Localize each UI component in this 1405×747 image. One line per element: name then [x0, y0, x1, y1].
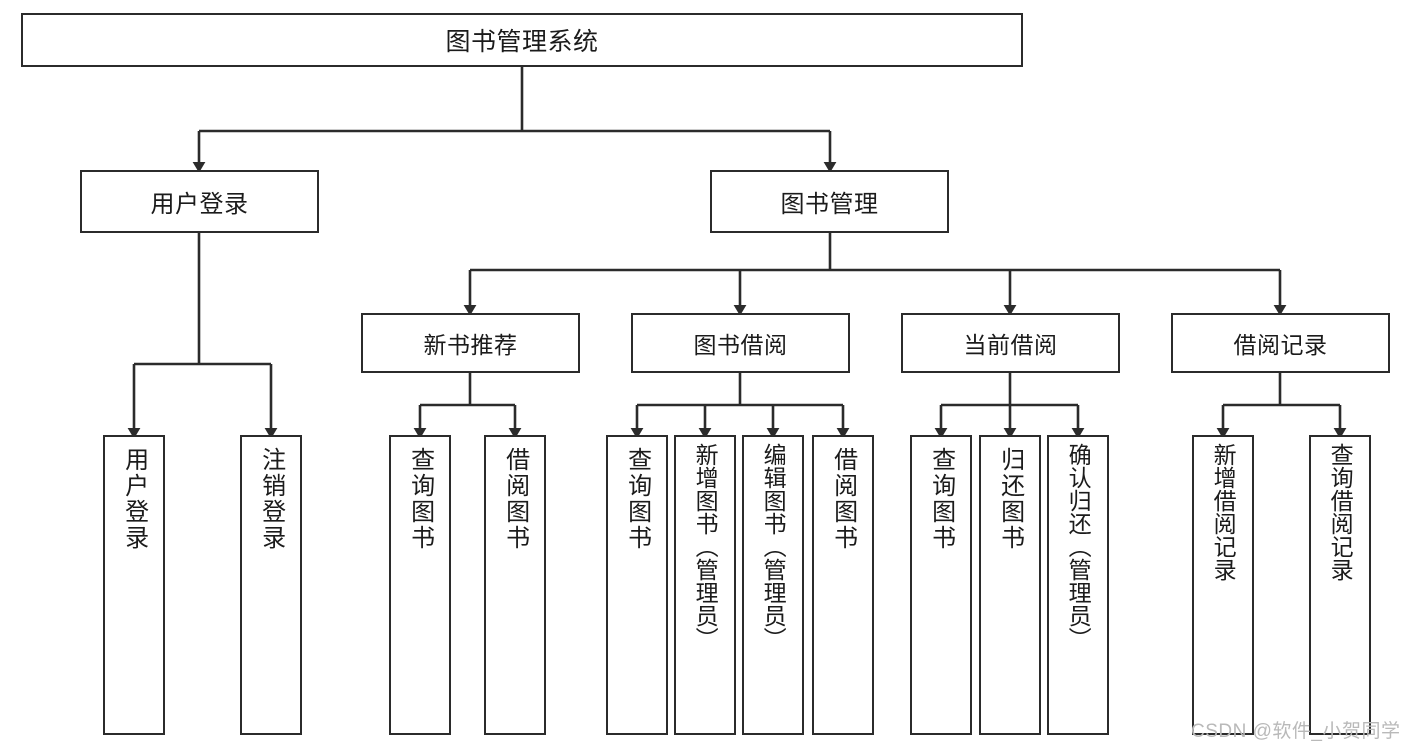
node-leaf-query-book-3[interactable]: 查询图书: [910, 435, 972, 735]
node-book-borrow-label: 图书借阅: [693, 332, 788, 358]
node-leaf-logout-label: 注销登录: [257, 447, 285, 551]
node-leaf-query-book-3-label: 查询图书: [927, 447, 955, 551]
node-leaf-query-record[interactable]: 查询借阅记录: [1309, 435, 1371, 735]
node-leaf-add-book[interactable]: 新增图书（管理员）: [674, 435, 736, 735]
node-leaf-logout[interactable]: 注销登录: [240, 435, 302, 735]
node-leaf-user-login-label: 用户登录: [120, 447, 148, 551]
node-leaf-edit-book[interactable]: 编辑图书（管理员）: [742, 435, 804, 735]
node-leaf-query-book-2-label: 查询图书: [623, 447, 651, 551]
node-leaf-borrow-book-2[interactable]: 借阅图书: [812, 435, 874, 735]
node-root-system[interactable]: 图书管理系统: [21, 13, 1023, 67]
node-leaf-return-book[interactable]: 归还图书: [979, 435, 1041, 735]
node-leaf-confirm-return-label: 确认归还（管理员）: [1065, 443, 1092, 650]
node-book-manage[interactable]: 图书管理: [710, 170, 949, 233]
node-new-book-rec[interactable]: 新书推荐: [361, 313, 580, 373]
node-leaf-query-book-1-label: 查询图书: [406, 447, 434, 551]
node-leaf-confirm-return[interactable]: 确认归还（管理员）: [1047, 435, 1109, 735]
node-leaf-query-book-2[interactable]: 查询图书: [606, 435, 668, 735]
node-user-login-label: 用户登录: [150, 191, 249, 218]
node-leaf-borrow-book-2-label: 借阅图书: [829, 447, 857, 551]
node-leaf-add-record[interactable]: 新增借阅记录: [1192, 435, 1254, 735]
node-current-borrow-label: 当前借阅: [963, 332, 1058, 358]
node-book-borrow[interactable]: 图书借阅: [631, 313, 850, 373]
node-borrow-record[interactable]: 借阅记录: [1171, 313, 1390, 373]
csdn-watermark: CSDN @软件_小贺同学: [1191, 721, 1401, 742]
node-leaf-return-book-label: 归还图书: [996, 447, 1024, 551]
node-new-book-rec-label: 新书推荐: [423, 332, 518, 358]
node-user-login[interactable]: 用户登录: [80, 170, 319, 233]
node-current-borrow[interactable]: 当前借阅: [901, 313, 1120, 373]
node-leaf-query-record-label: 查询借阅记录: [1327, 443, 1354, 581]
node-leaf-edit-book-label: 编辑图书（管理员）: [760, 443, 787, 650]
node-leaf-add-record-label: 新增借阅记录: [1210, 443, 1237, 581]
node-leaf-borrow-book-1[interactable]: 借阅图书: [484, 435, 546, 735]
node-leaf-add-book-label: 新增图书（管理员）: [692, 443, 719, 650]
node-leaf-borrow-book-1-label: 借阅图书: [501, 447, 529, 551]
node-borrow-record-label: 借阅记录: [1233, 332, 1328, 358]
node-leaf-query-book-1[interactable]: 查询图书: [389, 435, 451, 735]
node-root-system-label: 图书管理系统: [445, 28, 599, 56]
node-book-manage-label: 图书管理: [780, 191, 879, 218]
node-leaf-user-login[interactable]: 用户登录: [103, 435, 165, 735]
